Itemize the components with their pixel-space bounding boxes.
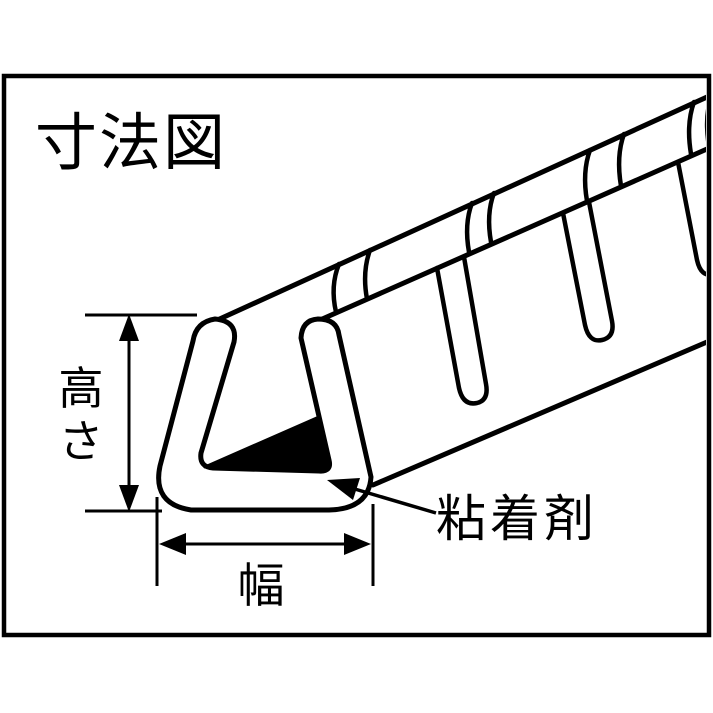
rim-notches bbox=[331, 99, 706, 315]
channel-near-top-edge bbox=[317, 146, 706, 323]
adhesive-label: 粘着剤 bbox=[436, 490, 598, 548]
notch-cut-line bbox=[486, 190, 497, 245]
notch-cut-line bbox=[331, 261, 342, 315]
height-label-char-2: さ bbox=[58, 415, 103, 468]
width-label: 幅 bbox=[238, 559, 285, 614]
channel-body bbox=[210, 94, 706, 488]
notch-cut-line bbox=[582, 147, 593, 204]
callout-arrowhead-icon bbox=[327, 478, 360, 500]
notch-cut-line bbox=[362, 247, 373, 302]
width-dimension bbox=[155, 497, 375, 586]
callout-leader-line bbox=[347, 485, 437, 515]
notch-cut-line bbox=[464, 200, 475, 255]
channel-bottom-edge bbox=[370, 339, 706, 488]
page-title: 寸法図 bbox=[35, 106, 227, 179]
arrow-right-icon bbox=[344, 533, 371, 555]
arrow-up-icon bbox=[119, 314, 139, 341]
adhesive-callout: 粘着剤 bbox=[327, 478, 598, 548]
adhesive-triangle bbox=[203, 415, 330, 471]
arrow-down-icon bbox=[119, 485, 139, 512]
height-label-char-1: 高 bbox=[58, 362, 103, 415]
wall-slot bbox=[560, 199, 615, 343]
wall-slot bbox=[434, 254, 489, 406]
u-channel-cross-section bbox=[156, 316, 374, 513]
arrow-left-icon bbox=[159, 533, 186, 555]
wall-slot bbox=[675, 159, 706, 277]
notch-cut-line bbox=[686, 99, 697, 157]
notch-cut-line bbox=[616, 131, 627, 189]
height-dimension bbox=[85, 313, 197, 513]
wall-slots bbox=[434, 159, 706, 406]
